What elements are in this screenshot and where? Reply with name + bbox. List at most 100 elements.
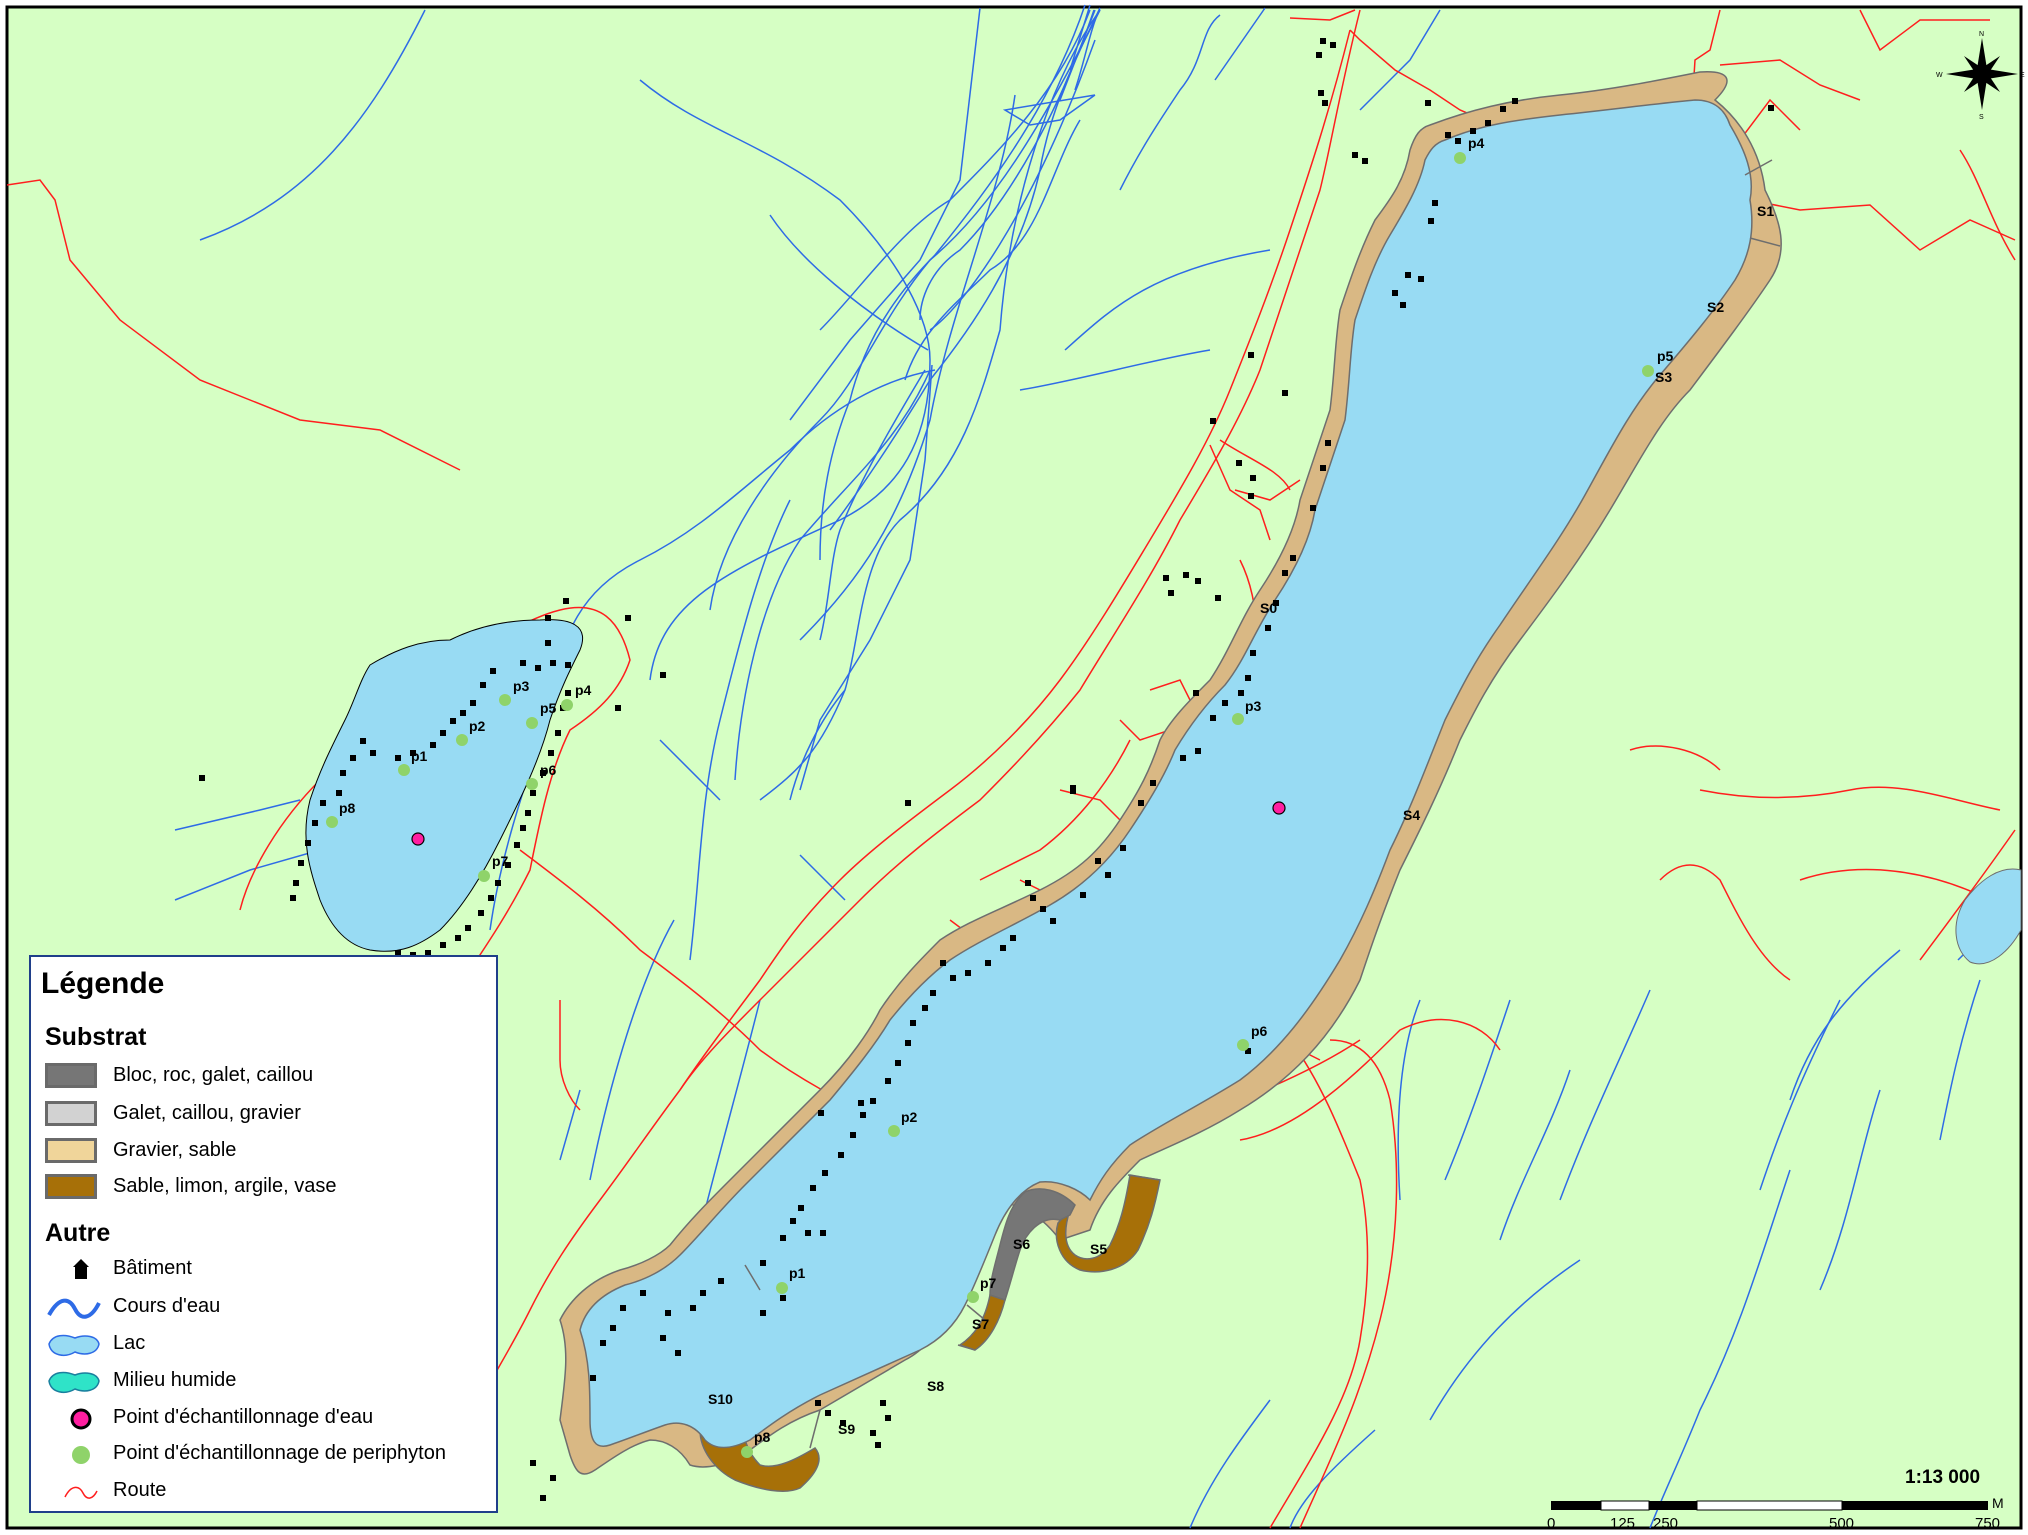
stream-23 bbox=[819, 4, 1086, 561]
label-s8: S8 bbox=[927, 1378, 944, 1394]
periphyton-point-p7 bbox=[967, 1291, 979, 1303]
road-e-2 bbox=[1239, 1018, 1501, 1141]
small-lake bbox=[305, 619, 583, 952]
stream-13 bbox=[759, 9, 1101, 801]
road-branch-2 bbox=[1209, 444, 1271, 541]
legend-label: Cours d'eau bbox=[113, 1295, 221, 1317]
periphyton-point-p6 bbox=[1237, 1039, 1249, 1051]
road-branch-3 bbox=[1234, 479, 1301, 501]
label-s6: S6 bbox=[1013, 1236, 1030, 1252]
road-ne-3 bbox=[1719, 59, 1861, 101]
stream-36 bbox=[1499, 1069, 1571, 1241]
legend-label: Sable, limon, argile, vase bbox=[113, 1175, 337, 1197]
road-e-10 bbox=[1629, 745, 1721, 771]
road-sw bbox=[559, 1000, 581, 1111]
road-branch-13 bbox=[1219, 439, 1291, 491]
periphyton-point-p1 bbox=[776, 1282, 788, 1294]
stream-38 bbox=[1429, 1259, 1581, 1421]
shore-bloc-roc-s6 bbox=[989, 1188, 1076, 1301]
stream-12 bbox=[769, 214, 929, 351]
small-periphyton-point-p8 bbox=[326, 816, 338, 828]
label-s0: S0 bbox=[1260, 600, 1277, 616]
small-periphyton-point-p6 bbox=[526, 778, 538, 790]
legend-label: Point d'échantillonnage de periphyton bbox=[113, 1442, 446, 1464]
swatch-bloc-roc bbox=[45, 1063, 97, 1088]
stream-49 bbox=[659, 739, 721, 801]
legend-label: Bloc, roc, galet, caillou bbox=[113, 1064, 314, 1086]
legend-label: Point d'échantillonnage d'eau bbox=[113, 1406, 374, 1428]
stream-29 bbox=[799, 854, 846, 901]
small-label-p7: p7 bbox=[492, 853, 509, 869]
legend-label: Gravier, sable bbox=[113, 1139, 237, 1161]
compass-n: N bbox=[1979, 31, 1984, 38]
road-west-2 bbox=[679, 29, 1351, 1091]
road-west-small bbox=[6, 179, 461, 471]
small-label-p1: p1 bbox=[411, 748, 428, 764]
label-p2: p2 bbox=[901, 1109, 918, 1125]
road-ne-2 bbox=[1859, 9, 1990, 52]
label-s7: S7 bbox=[972, 1316, 989, 1332]
road-main-north bbox=[1289, 9, 1356, 21]
small-periphyton-point-p7 bbox=[478, 870, 490, 882]
big-lake bbox=[559, 71, 1782, 1493]
swatch-sable-limon bbox=[45, 1174, 97, 1199]
label-s4: S4 bbox=[1403, 807, 1420, 823]
stream-46 bbox=[1789, 949, 1901, 1101]
stream-17 bbox=[829, 7, 1101, 531]
road-icon bbox=[64, 1486, 98, 1499]
small-periphyton-point-p4 bbox=[561, 699, 573, 711]
stream-30 bbox=[589, 919, 675, 1181]
small-label-p2: p2 bbox=[469, 718, 486, 734]
legend-item-point-periphyton: Point d'échantillonnage de periphyton bbox=[45, 1438, 485, 1472]
road-west-diag bbox=[449, 9, 1361, 1461]
shore-sable-limon-s5 bbox=[1055, 1174, 1161, 1273]
scale-tick: 500 bbox=[1829, 1515, 1855, 1532]
stream-10 bbox=[199, 9, 426, 241]
periphyton-point-p3 bbox=[1232, 713, 1244, 725]
legend-label: Galet, caillou, gravier bbox=[113, 1102, 301, 1124]
legend-label: Lac bbox=[113, 1332, 146, 1354]
stream-40 bbox=[1759, 999, 1841, 1191]
streams bbox=[174, 4, 2021, 1529]
label-p3: p3 bbox=[1245, 698, 1262, 714]
label-s5: S5 bbox=[1090, 1241, 1107, 1257]
shore-dividers bbox=[744, 159, 1781, 1449]
legend-title: Légende bbox=[41, 967, 165, 1000]
small-label-p6: p6 bbox=[540, 762, 557, 778]
label-s9: S9 bbox=[838, 1421, 855, 1437]
small-label-p4: p4 bbox=[575, 682, 592, 698]
legend-item-cours-eau: Cours d'eau bbox=[45, 1291, 485, 1325]
periphyton-point-p8 bbox=[741, 1446, 753, 1458]
scale-tick: 0 bbox=[1547, 1515, 1556, 1532]
label-s1: S1 bbox=[1757, 203, 1774, 219]
stream-32 bbox=[174, 799, 301, 831]
stream-42 bbox=[1819, 1089, 1881, 1291]
legend-item-batiment: Bâtiment bbox=[45, 1253, 485, 1287]
stream-47 bbox=[699, 999, 761, 1231]
small-periphyton-point-p2 bbox=[456, 734, 468, 746]
swatch-gravier-sable bbox=[45, 1138, 97, 1163]
road-e-4 bbox=[1269, 1039, 1369, 1529]
road-branch-10 bbox=[979, 739, 1131, 881]
small-label-p3: p3 bbox=[513, 678, 530, 694]
stream-33 bbox=[174, 849, 321, 901]
stream-7 bbox=[1064, 249, 1271, 351]
stream-21 bbox=[734, 369, 931, 781]
road-cross bbox=[519, 849, 881, 1121]
stream-28 bbox=[789, 689, 846, 801]
road-branch-5 bbox=[1119, 719, 1171, 741]
label-p5: p5 bbox=[1657, 348, 1674, 364]
stream-35 bbox=[1444, 999, 1511, 1181]
scale-bar bbox=[1551, 1500, 1988, 1511]
periphyton-points-small-lake bbox=[326, 694, 573, 882]
label-p1: p1 bbox=[789, 1265, 806, 1281]
small-lake-water bbox=[305, 619, 583, 952]
wetland-icon bbox=[48, 1371, 100, 1394]
big-lake-labels: S1 S2 S3 p5 p4 S0 p3 S4 p6 p2 S5 S6 p7 S… bbox=[708, 135, 1774, 1445]
scale-ratio: 1:13 000 bbox=[1905, 1467, 1981, 1488]
stream-19 bbox=[639, 79, 931, 681]
road-ne-4 bbox=[1959, 149, 2016, 261]
label-s2: S2 bbox=[1707, 299, 1724, 315]
scale-tick: 750 bbox=[1975, 1515, 2001, 1532]
legend-item-route: Route bbox=[45, 1475, 485, 1509]
